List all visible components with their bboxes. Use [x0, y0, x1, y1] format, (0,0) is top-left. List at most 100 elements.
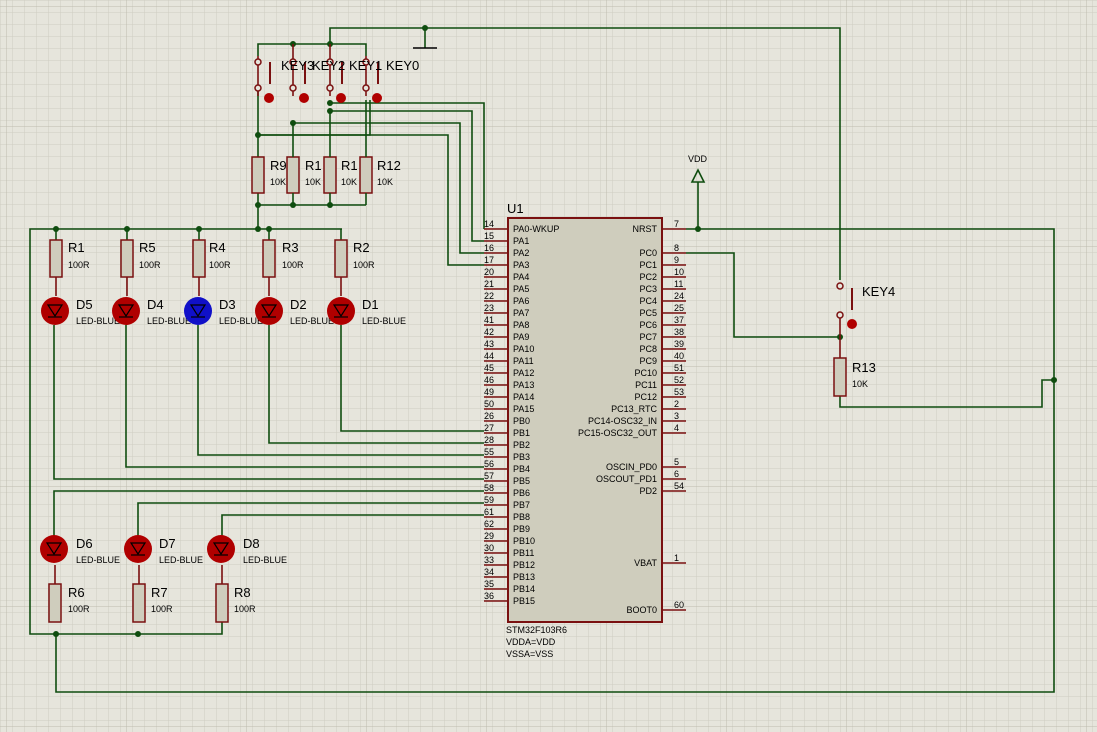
resistor-r3[interactable]: R3 100R — [262, 239, 304, 296]
key-switch-3[interactable] — [326, 44, 346, 103]
resistor-r1[interactable]: R1 100R — [49, 239, 90, 296]
resistor-ref: R8 — [234, 585, 251, 600]
resistor-ref: R2 — [353, 240, 370, 255]
resistor-r4[interactable]: R4 100R — [192, 239, 231, 296]
led-d1[interactable]: D1 LED-BLUE — [327, 297, 406, 326]
resistor-ref: R13 — [852, 360, 876, 375]
key-switch-4[interactable] — [362, 56, 382, 103]
led-d3[interactable]: D3 LED-BLUE — [184, 297, 263, 326]
resistor-r11[interactable]: R1 10K — [323, 156, 358, 194]
key-switch-1[interactable] — [254, 56, 274, 103]
vdd-terminal[interactable]: VDD — [688, 154, 708, 183]
resistor-r13[interactable]: R13 10K — [833, 337, 876, 397]
pin-number: 16 — [484, 243, 494, 253]
key-switch-2[interactable] — [289, 44, 309, 103]
led-d7[interactable]: D7 LED-BLUE — [124, 535, 203, 565]
pin-number: 30 — [484, 543, 494, 553]
resistor-r5[interactable]: R5 100R — [120, 239, 161, 296]
resistor-r9[interactable]: R9 10K — [251, 156, 287, 194]
pin-name: PA1 — [513, 236, 529, 246]
resistor-r12[interactable]: R12 10K — [359, 156, 401, 194]
pin-number: 24 — [674, 291, 684, 301]
led-d4[interactable]: D4 LED-BLUE — [112, 297, 191, 326]
pin-number: 10 — [674, 267, 684, 277]
pin-name: PA6 — [513, 296, 529, 306]
pin-name: PA2 — [513, 248, 529, 258]
mcu-part: STM32F103R6 — [506, 625, 567, 635]
pin-name: PC13_RTC — [611, 404, 657, 414]
pin-number: 34 — [484, 567, 494, 577]
resistor-r6[interactable]: R6 100R — [48, 565, 90, 623]
led-d5[interactable]: D5 LED-BLUE — [41, 297, 120, 326]
led-type: LED-BLUE — [159, 555, 203, 565]
pin-number: 7 — [674, 219, 679, 229]
resistor-r2[interactable]: R2 100R — [334, 239, 375, 296]
resistor-r7[interactable]: R7 100R — [132, 565, 173, 623]
led-d6[interactable]: D6 LED-BLUE — [40, 535, 120, 565]
key-switch-key4[interactable]: KEY4 — [836, 282, 895, 337]
resistor-r10[interactable]: R1 10K — [286, 156, 322, 194]
led-d2[interactable]: D2 LED-BLUE — [255, 297, 334, 326]
led-d8[interactable]: D8 LED-BLUE — [207, 535, 287, 565]
pin-number: 54 — [674, 481, 684, 491]
junctions — [53, 25, 1057, 637]
resistor-r8[interactable]: R8 100R — [215, 565, 256, 623]
